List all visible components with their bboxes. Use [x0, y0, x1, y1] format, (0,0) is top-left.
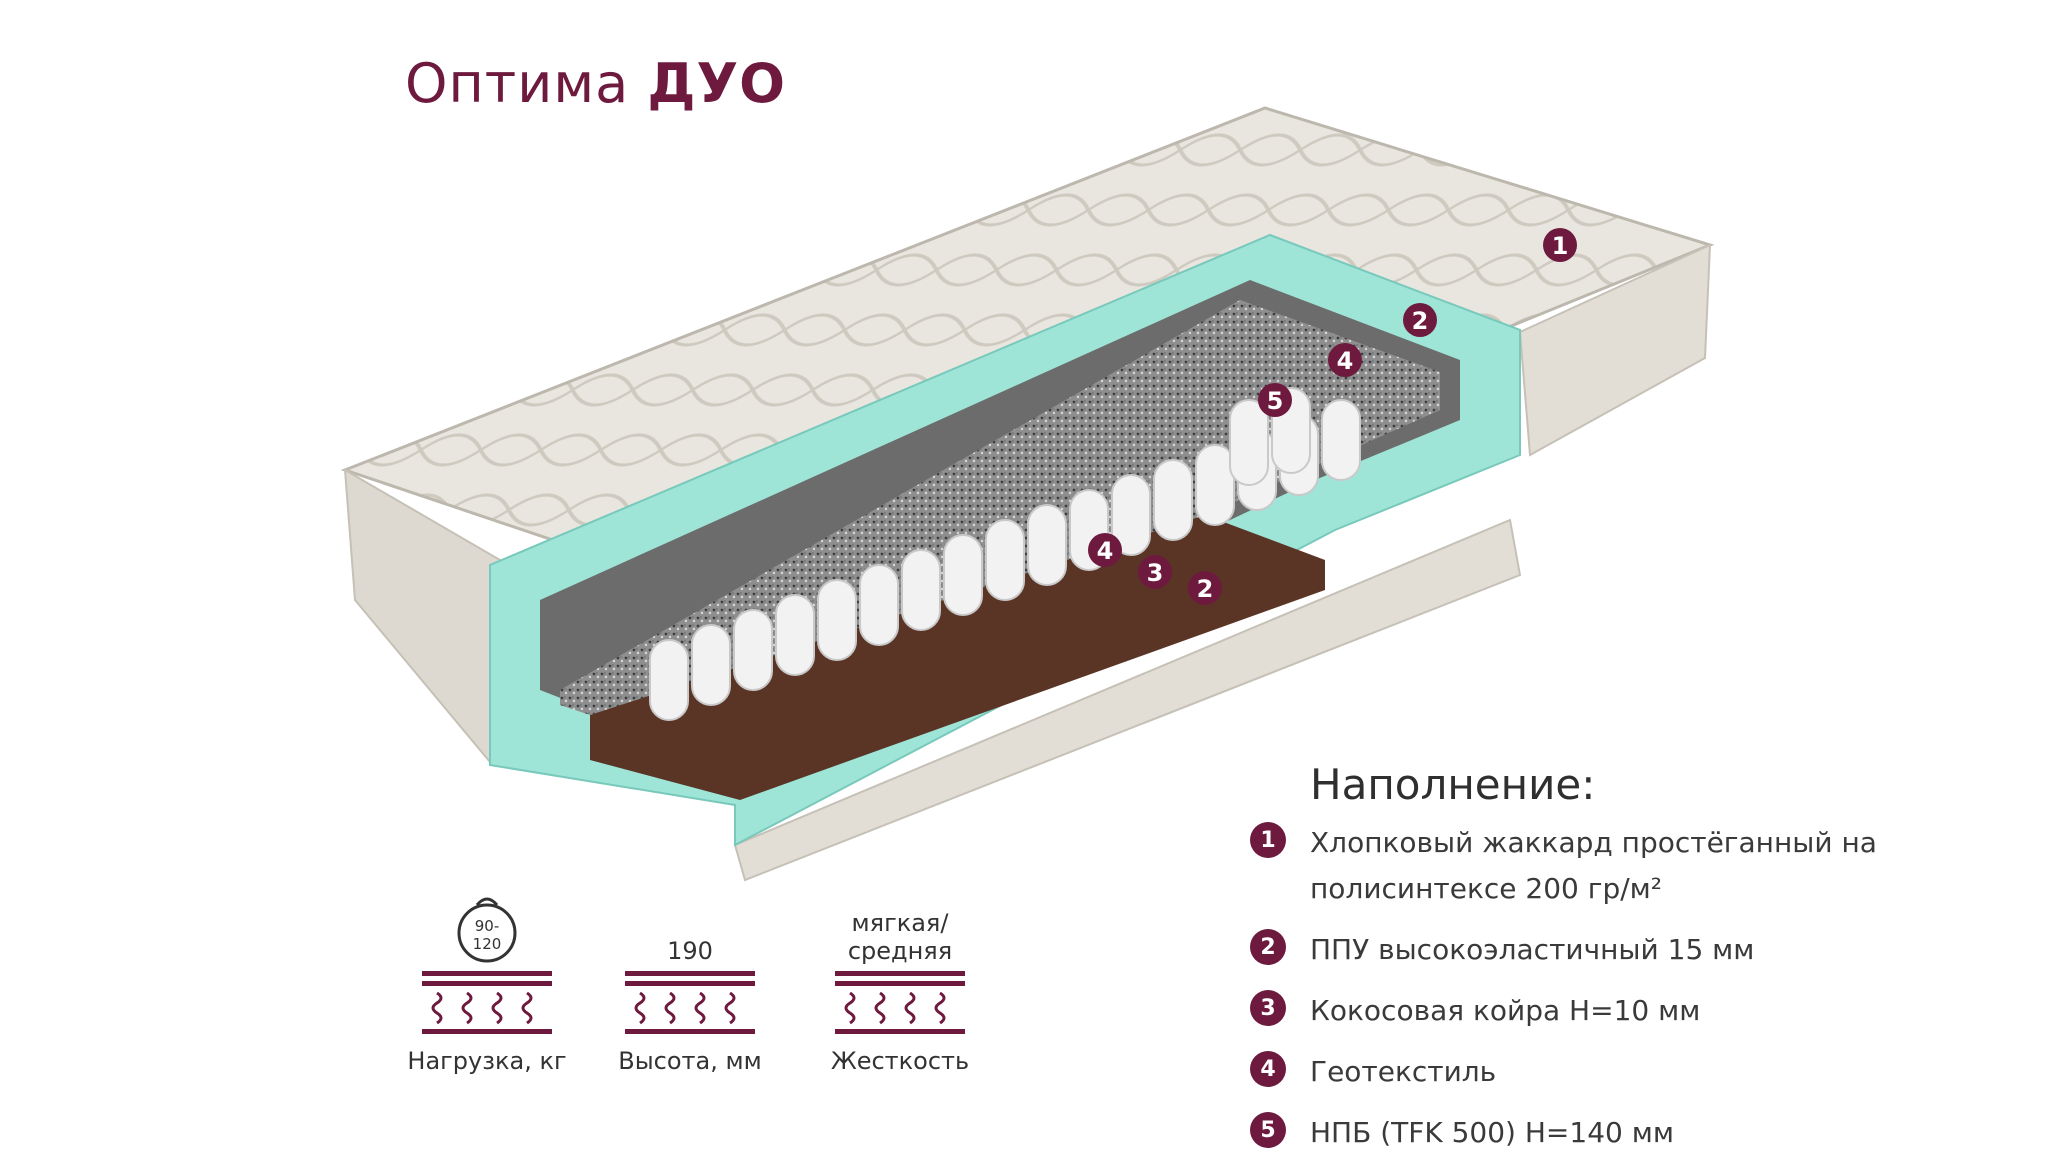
mattress-end [1518, 243, 1712, 457]
legend-item: 1 Хлопковый жаккард простёганный на поли… [1250, 820, 1890, 912]
mattress-bottom [733, 518, 1522, 882]
filling-legend: 1 Хлопковый жаккард простёганный на поли… [1250, 820, 1890, 1171]
marker-2-top: 2 [1403, 303, 1437, 337]
svg-text:5: 5 [1267, 387, 1284, 415]
legend-item: 2 ППУ высокоэластичный 15 мм [1250, 927, 1890, 973]
title-part1: Оптима [405, 52, 630, 115]
svg-text:1: 1 [1552, 232, 1569, 260]
marker-4-bottom: 4 [1088, 533, 1122, 567]
coir-layer [590, 515, 1325, 800]
legend-text: Геотекстиль [1310, 1055, 1497, 1088]
marker-1: 1 [1543, 228, 1577, 262]
spec-value: мягкая/средняя [847, 909, 953, 965]
spec-firmness: мягкая/средняя Жесткость [800, 895, 1000, 1075]
legend-text: Кокосовая койра Н=10 мм [1310, 994, 1701, 1027]
spec-label: Высота, мм [618, 1047, 762, 1075]
spec-height: 190 Высота, мм [605, 895, 775, 1075]
legend-number: 3 [1250, 990, 1286, 1026]
spring-icon [625, 971, 755, 1034]
spring-icon [835, 971, 965, 1034]
svg-text:4: 4 [1097, 537, 1114, 565]
svg-text:4: 4 [1337, 347, 1354, 375]
filling-heading: Наполнение: [1310, 760, 1596, 809]
legend-number: 4 [1250, 1051, 1286, 1087]
legend-text: ППУ высокоэластичный 15 мм [1310, 933, 1755, 966]
legend-text: Хлопковый жаккард простёганный на полиси… [1310, 826, 1877, 905]
legend-item: 4 Геотекстиль [1250, 1049, 1890, 1095]
legend-item: 5 НПБ (TFK 500) Н=140 мм [1250, 1110, 1890, 1156]
legend-item: 3 Кокосовая койра Н=10 мм [1250, 988, 1890, 1034]
legend-text: НПБ (TFK 500) Н=140 мм [1310, 1116, 1674, 1149]
spring-icon [422, 971, 552, 1034]
svg-text:90-: 90- [475, 917, 500, 935]
spec-label: Нагрузка, кг [407, 1047, 567, 1075]
svg-text:120: 120 [473, 935, 502, 953]
spec-value: 190 [667, 937, 713, 965]
spec-label: Жесткость [830, 1047, 970, 1075]
legend-number: 2 [1250, 929, 1286, 965]
marker-4-top: 4 [1328, 343, 1362, 377]
title-part2: ДУО [647, 52, 787, 115]
legend-number: 1 [1250, 822, 1286, 858]
legend-number: 5 [1250, 1112, 1286, 1148]
svg-text:3: 3 [1147, 559, 1164, 587]
marker-2-bottom: 2 [1188, 571, 1222, 605]
spec-load: 90- 120 Нагрузка, кг [402, 895, 572, 1075]
svg-text:2: 2 [1197, 575, 1214, 603]
svg-text:2: 2 [1412, 307, 1429, 335]
product-title: Оптима ДУО [405, 52, 786, 115]
marker-5: 5 [1258, 383, 1292, 417]
weight-icon: 90- 120 [402, 895, 572, 965]
spring-block [649, 387, 1361, 721]
marker-3: 3 [1138, 555, 1172, 589]
